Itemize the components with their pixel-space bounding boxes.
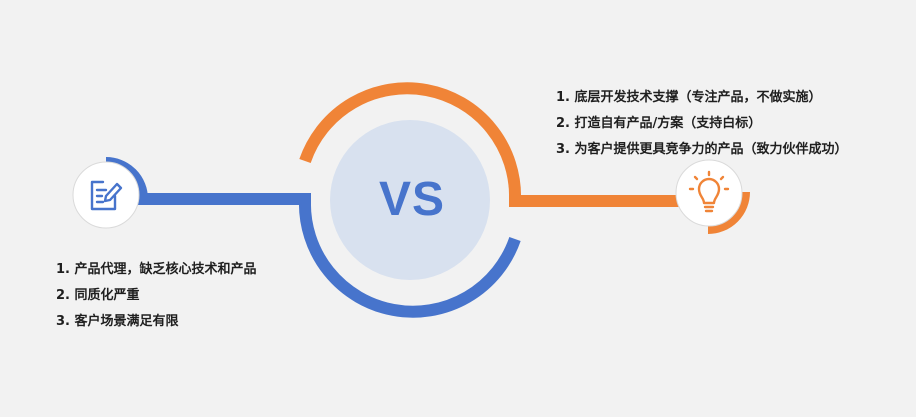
- blue-outer-arc: [298, 199, 521, 318]
- lightbulb-icon: [688, 170, 730, 213]
- edit-document-icon: [90, 180, 123, 211]
- orange-icon-arc: [707, 191, 750, 234]
- orange-outer-arc: [299, 82, 522, 201]
- vs-label: VS: [378, 173, 446, 226]
- center-circle: [330, 120, 490, 280]
- right-feature-list: 1. 底层开发技术支撑（专注产品，不做实施） 2. 打造自有产品/方案（支持白标…: [556, 85, 848, 163]
- right-icon-circle: [675, 159, 743, 227]
- left-feature-list: 1. 产品代理，缺乏核心技术和产品 2. 同质化严重 3. 客户场景满足有限: [56, 257, 257, 335]
- left-item-1: 1. 产品代理，缺乏核心技术和产品: [56, 262, 257, 277]
- right-item-2: 2. 打造自有产品/方案（支持白标）: [556, 116, 762, 131]
- left-item-2: 2. 同质化严重: [56, 288, 140, 303]
- right-item-1: 1. 底层开发技术支撑（专注产品，不做实施）: [556, 90, 822, 105]
- right-item-3: 3. 为客户提供更具竞争力的产品（致力伙伴成功）: [556, 142, 848, 157]
- left-item-3: 3. 客户场景满足有限: [56, 314, 179, 329]
